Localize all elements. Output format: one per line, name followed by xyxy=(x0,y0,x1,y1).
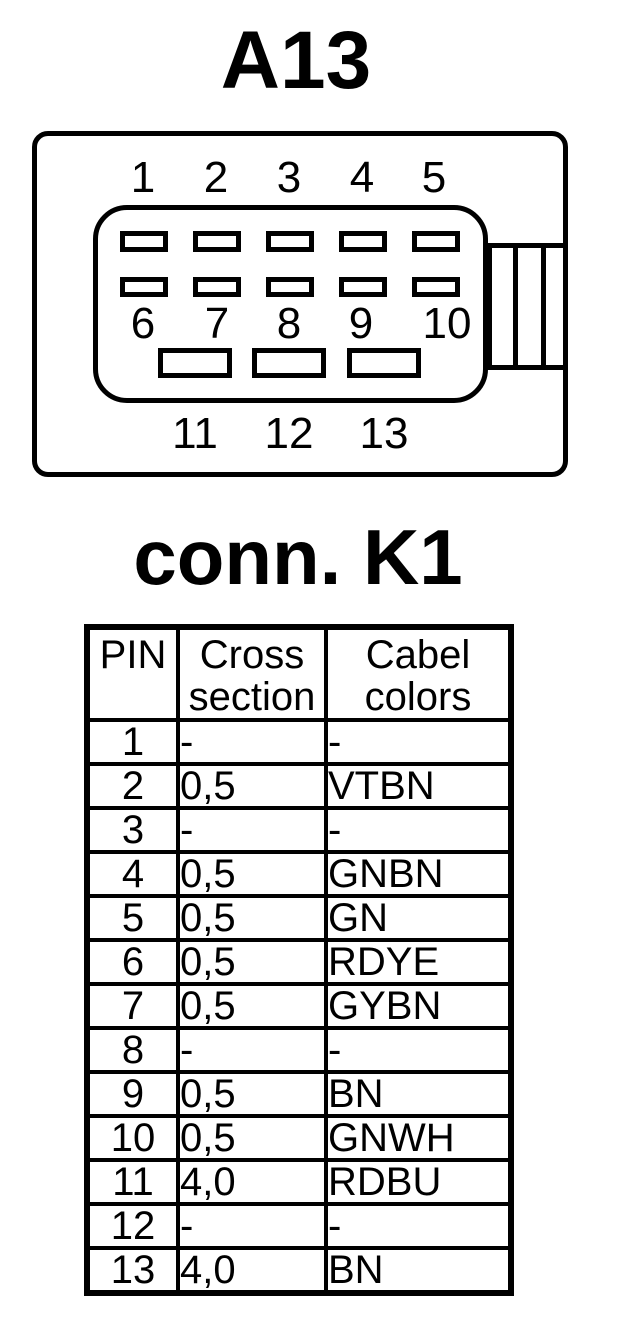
table-row: 5 0,5 GN xyxy=(85,894,513,942)
pin-label-4: 4 xyxy=(349,153,375,202)
cross-cell: 4,0 xyxy=(176,1246,328,1295)
table-row: 8 - - xyxy=(85,1026,513,1074)
cross-cell: 0,5 xyxy=(176,938,328,986)
color-cell: VTBN xyxy=(324,762,513,810)
pin-label-12: 12 xyxy=(264,409,314,458)
cross-cell: 0,5 xyxy=(176,894,328,942)
pin-slot-13 xyxy=(347,348,421,378)
cross-cell: 0,5 xyxy=(176,1114,328,1162)
table-row: 10 0,5 GNWH xyxy=(85,1114,513,1162)
color-cell: BN xyxy=(324,1070,513,1118)
color-cell: GN xyxy=(324,894,513,942)
pinout-table: PIN Cross section Cabel colors 1 - - 2 xyxy=(84,624,514,1296)
pin-slot-9 xyxy=(339,277,387,297)
pin-slot-4 xyxy=(339,231,387,252)
color-cell: - xyxy=(324,806,513,854)
pin-label-7: 7 xyxy=(204,299,230,348)
pin-slot-10 xyxy=(412,277,460,297)
table-row: 13 4,0 BN xyxy=(85,1246,513,1295)
pin-cell: 11 xyxy=(85,1158,180,1206)
pin-label-1: 1 xyxy=(130,153,156,202)
cross-cell: - xyxy=(176,1202,328,1250)
pin-cell: 10 xyxy=(85,1114,180,1162)
table-row: 12 - - xyxy=(85,1202,513,1250)
pin-cell: 5 xyxy=(85,894,180,942)
color-cell: GNBN xyxy=(324,850,513,898)
color-cell: GYBN xyxy=(324,982,513,1030)
cross-cell: - xyxy=(176,718,328,766)
table-row: 6 0,5 RDYE xyxy=(85,938,513,986)
pin-slot-6 xyxy=(120,277,168,297)
pin-cell: 1 xyxy=(85,718,180,766)
pin-label-5: 5 xyxy=(421,153,447,202)
color-cell: GNWH xyxy=(324,1114,513,1162)
connector-id-title: A13 xyxy=(220,15,372,106)
table-row: 2 0,5 VTBN xyxy=(85,762,513,810)
pin-slot-2 xyxy=(193,231,241,252)
pin-label-11: 11 xyxy=(172,409,218,458)
connector-latch xyxy=(487,243,568,370)
cross-cell: 0,5 xyxy=(176,1070,328,1118)
pin-label-2: 2 xyxy=(203,153,229,202)
header-pin-label: PIN xyxy=(99,633,167,677)
pin-cell: 9 xyxy=(85,1070,180,1118)
pin-cell: 3 xyxy=(85,806,180,854)
table-header-row: PIN Cross section Cabel colors xyxy=(85,625,513,722)
cross-cell: 4,0 xyxy=(176,1158,328,1206)
header-cable-colors: Cabel colors xyxy=(324,625,513,722)
pin-label-10: 10 xyxy=(422,299,472,348)
header-cross-section: Cross section xyxy=(176,625,328,722)
pin-cell: 6 xyxy=(85,938,180,986)
pin-slot-11 xyxy=(158,348,232,378)
cross-cell: 0,5 xyxy=(176,850,328,898)
color-cell: RDBU xyxy=(324,1158,513,1206)
cross-cell: 0,5 xyxy=(176,762,328,810)
table-row: 1 - - xyxy=(85,718,513,766)
latch-rib-line xyxy=(513,248,518,365)
header-pin: PIN xyxy=(85,625,180,722)
pin-cell: 4 xyxy=(85,850,180,898)
pin-label-8: 8 xyxy=(276,299,302,348)
table-row: 7 0,5 GYBN xyxy=(85,982,513,1030)
pin-cell: 8 xyxy=(85,1026,180,1074)
table-title: conn. K1 xyxy=(133,513,463,601)
color-cell: - xyxy=(324,718,513,766)
pin-slot-5 xyxy=(412,231,460,252)
pin-slot-1 xyxy=(120,231,168,252)
color-cell: - xyxy=(324,1202,513,1250)
cross-cell: 0,5 xyxy=(176,982,328,1030)
pin-slot-8 xyxy=(266,277,314,297)
color-cell: BN xyxy=(324,1246,513,1295)
cross-cell: - xyxy=(176,806,328,854)
table-row: 9 0,5 BN xyxy=(85,1070,513,1118)
pin-label-13: 13 xyxy=(359,409,409,458)
cross-cell: - xyxy=(176,1026,328,1074)
pin-cell: 2 xyxy=(85,762,180,810)
table-row: 4 0,5 GNBN xyxy=(85,850,513,898)
color-cell: - xyxy=(324,1026,513,1074)
pin-slot-3 xyxy=(266,231,314,252)
pin-label-9: 9 xyxy=(348,299,374,348)
pin-label-3: 3 xyxy=(276,153,302,202)
color-cell: RDYE xyxy=(324,938,513,986)
latch-rib-line xyxy=(541,248,546,365)
pin-label-6: 6 xyxy=(130,299,156,348)
table-row: 3 - - xyxy=(85,806,513,854)
pin-cell: 7 xyxy=(85,982,180,1030)
table-row: 11 4,0 RDBU xyxy=(85,1158,513,1206)
pin-slot-7 xyxy=(193,277,241,297)
pin-cell: 12 xyxy=(85,1202,180,1250)
pin-cell: 13 xyxy=(85,1246,180,1295)
pin-slot-12 xyxy=(252,348,326,378)
